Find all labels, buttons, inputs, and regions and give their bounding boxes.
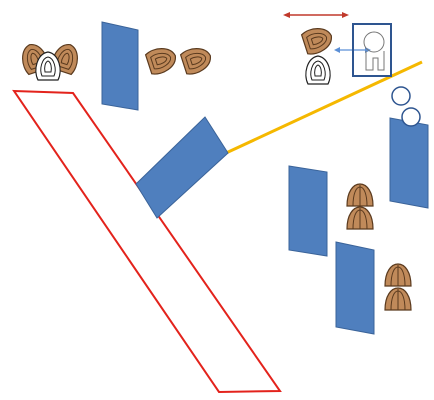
circle-icon bbox=[401, 107, 421, 127]
arrowhead-right bbox=[342, 12, 349, 18]
shell-seat-icon bbox=[346, 206, 374, 230]
shell-seat-icon bbox=[384, 263, 412, 287]
panel-far-right bbox=[389, 117, 429, 209]
shell-seat-icon bbox=[346, 183, 374, 207]
seat-cluster-top-left bbox=[17, 40, 83, 81]
arrowhead-left bbox=[283, 12, 290, 18]
shell-seat-icon bbox=[384, 287, 412, 311]
panel-top-left bbox=[101, 21, 139, 111]
head-figure-icon bbox=[363, 31, 385, 71]
head-figure-box bbox=[352, 23, 392, 77]
seat-pair-top-middle bbox=[144, 43, 215, 77]
shell-seat-icon bbox=[144, 43, 180, 77]
circle-icon bbox=[391, 86, 411, 106]
walkway-outline bbox=[12, 89, 282, 394]
panel-right-middle bbox=[288, 165, 328, 257]
shell-seat-icon bbox=[179, 43, 215, 77]
shell-seat-icon bbox=[300, 23, 336, 57]
dome-seats-middle bbox=[346, 183, 374, 230]
guide-line bbox=[225, 60, 423, 155]
arrowhead-left-blue bbox=[334, 47, 340, 53]
panel-right-lower bbox=[335, 241, 375, 335]
panel-rotated-center bbox=[135, 116, 229, 219]
outline-seat-icon bbox=[305, 55, 331, 85]
dome-seats-lower bbox=[384, 263, 412, 311]
